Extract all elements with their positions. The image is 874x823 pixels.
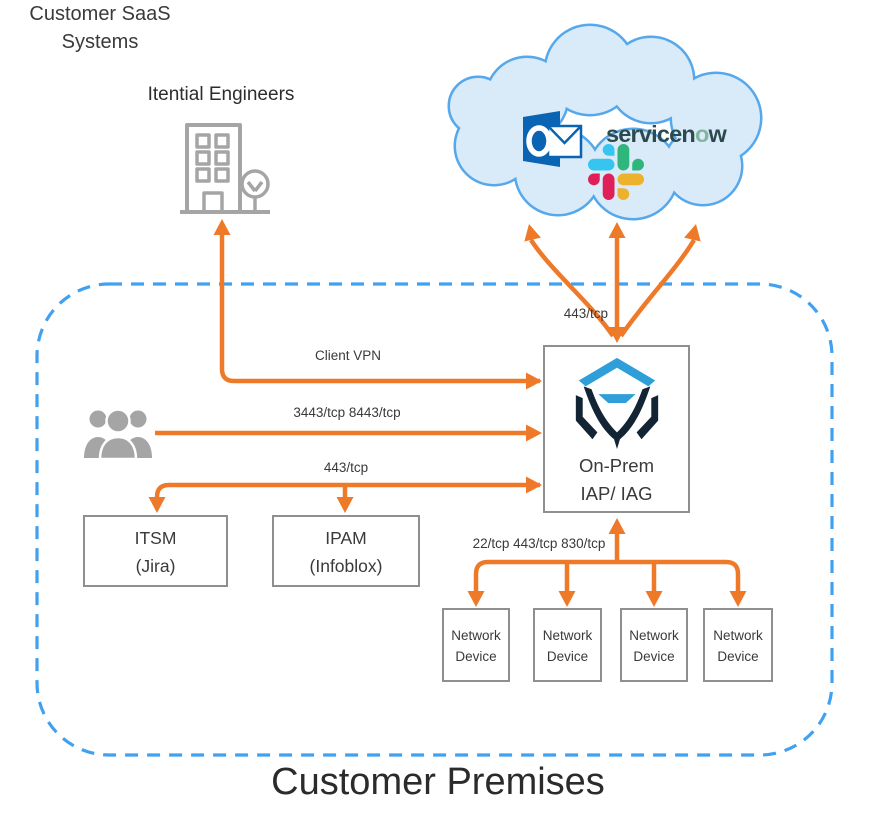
itsm-label-line1: ITSM: [134, 528, 177, 548]
slack-icon: [588, 144, 644, 200]
network-device-box-3: Network Device: [620, 608, 688, 682]
device-label-line2: Device: [717, 649, 759, 664]
device-label-line1: Network: [629, 628, 679, 643]
outlook-icon: [520, 111, 584, 169]
customer-premises-label: Customer Premises: [271, 761, 605, 803]
ipam-box: IPAM (Infoblox): [272, 515, 420, 587]
client-vpn-label: Client VPN: [314, 348, 382, 363]
servicenow-text-right: w: [708, 121, 727, 147]
itsm-label-line2: (Jira): [135, 556, 176, 576]
itential-engineers-label: Itential Engineers: [147, 84, 295, 105]
network-device-box-2: Network Device: [533, 608, 602, 682]
cloud-title-line1: Customer SaaS: [29, 3, 171, 25]
device-label-line2: Device: [546, 649, 589, 664]
cloud-title-line2: Systems: [61, 31, 139, 53]
on-prem-iap-iag-box: On-Prem IAP/ IAG: [543, 345, 690, 513]
servicenow-text-left: servicen: [606, 121, 696, 147]
network-device-box-4: Network Device: [703, 608, 773, 682]
itsm-box: ITSM (Jira): [83, 515, 228, 587]
itential-logo-icon: [568, 354, 666, 452]
device-label-line2: Device: [633, 649, 675, 664]
servicenow-logo: servicenow: [606, 121, 727, 148]
device-label-line2: Device: [455, 649, 497, 664]
device-label-line1: Network: [451, 628, 501, 643]
device-label-line1: Network: [713, 628, 763, 643]
ipam-label-line1: IPAM: [325, 528, 367, 548]
device-label-line1: Network: [542, 628, 593, 643]
device-ports-label: 22/tcp 443/tcp 830/tcp: [472, 536, 606, 551]
users-ports-label: 3443/tcp 8443/tcp: [293, 405, 401, 420]
itsm-ports-label: 443/tcp: [323, 460, 369, 475]
office-building-icon: [180, 123, 270, 214]
ipam-label-line2: (Infoblox): [309, 556, 383, 576]
team-icon: [84, 408, 152, 461]
cloud-title: Customer SaaS Systems: [0, 0, 200, 56]
network-device-box-1: Network Device: [442, 608, 510, 682]
customer-premises-boundary: [35, 282, 834, 757]
on-prem-label-line2: IAP/ IAG: [580, 483, 653, 504]
connection-arrows: [148, 219, 747, 607]
on-prem-label-line1: On-Prem: [578, 455, 655, 476]
cloud-ports-label: 443/tcp: [563, 306, 608, 321]
servicenow-o-mark: o: [694, 121, 709, 147]
